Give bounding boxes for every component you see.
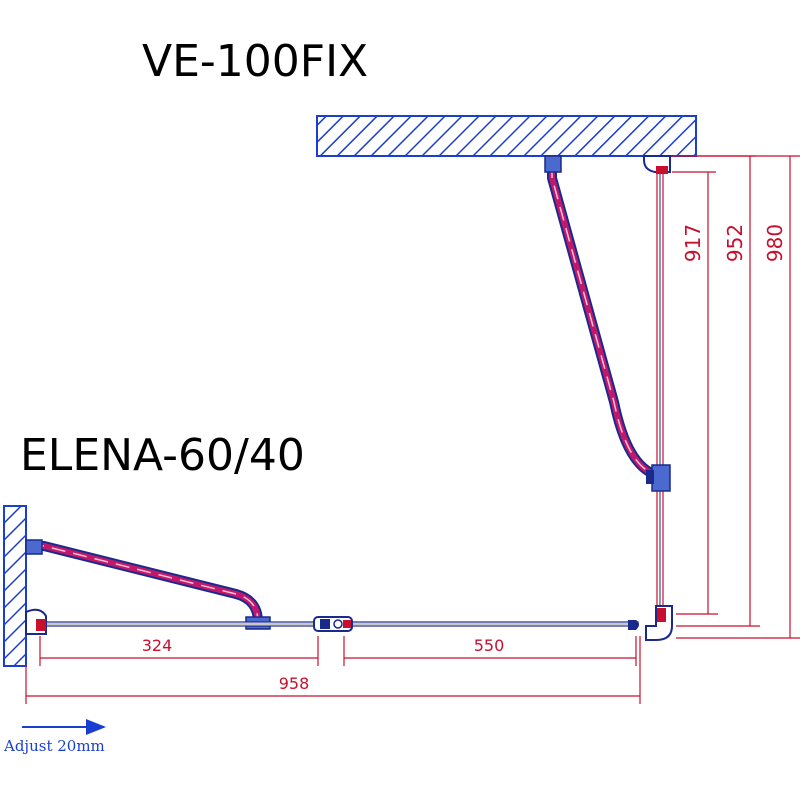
left-wall — [3, 505, 27, 667]
dimension-label-324: 324 — [142, 636, 173, 655]
dimension-vertical — [672, 155, 800, 639]
top-wall — [316, 115, 697, 157]
fixed-panel-title: VE-100FIX — [142, 36, 369, 87]
stabilizer-bar-top — [544, 155, 671, 492]
dimension-horizontal — [25, 636, 641, 704]
door-model-title: ELENA-60/40 — [20, 430, 305, 481]
wall-profile-left — [25, 608, 47, 635]
door-end-cap — [628, 620, 639, 630]
stabilizer-bar-bottom — [25, 539, 271, 630]
dimension-label-550: 550 — [474, 636, 505, 655]
fixed-glass-panel — [656, 171, 664, 621]
dimension-label-980: 980 — [763, 224, 787, 262]
wall-profile-top — [643, 155, 671, 174]
dimension-label-958: 958 — [279, 674, 310, 693]
door-hinge — [313, 616, 353, 632]
adjust-note: Adjust 20mm — [3, 737, 105, 755]
dimension-label-952: 952 — [723, 224, 747, 262]
corner-profile-bottom — [645, 605, 673, 641]
dimension-label-917: 917 — [681, 224, 705, 262]
